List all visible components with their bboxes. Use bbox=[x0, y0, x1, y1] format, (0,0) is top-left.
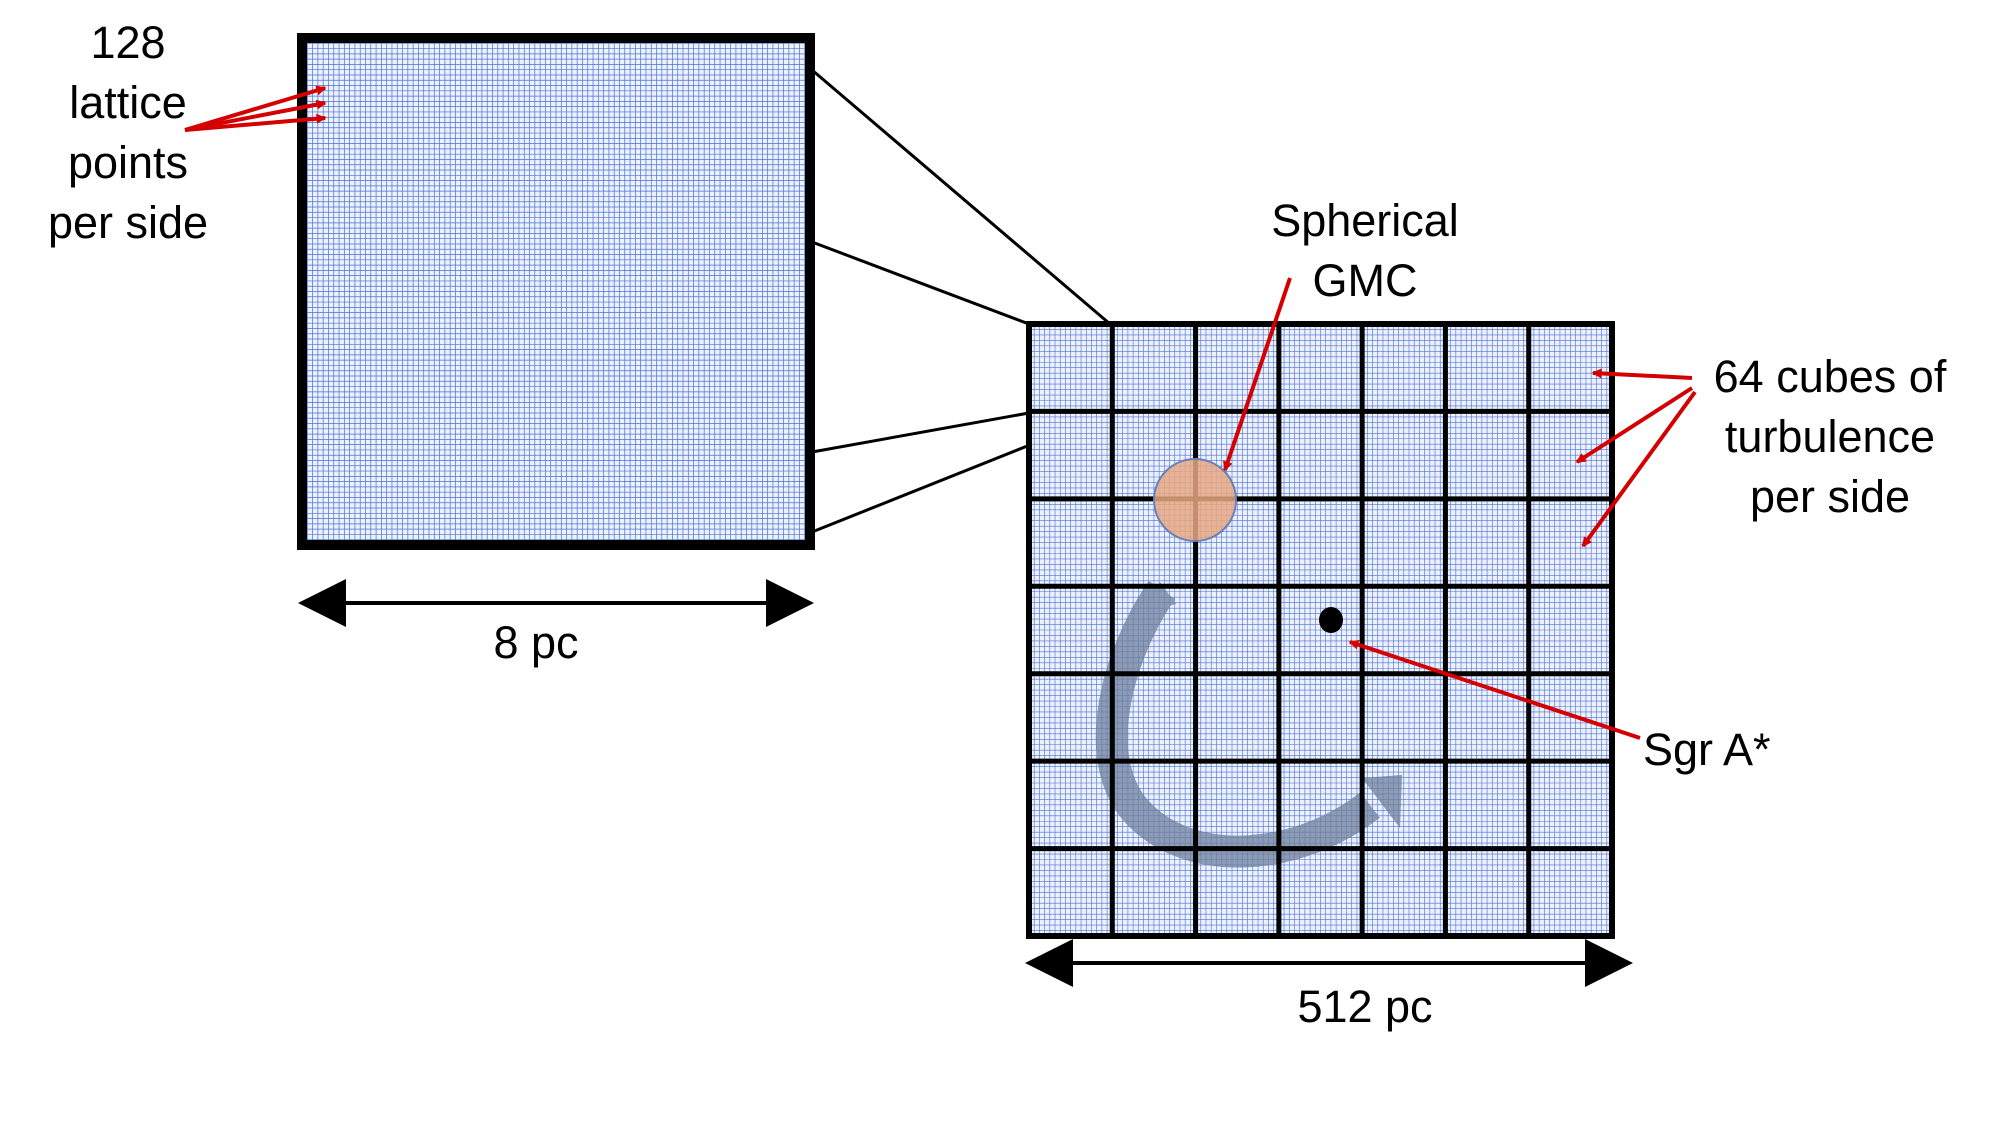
cubes-arrow-1 bbox=[1591, 368, 1693, 380]
simulation-box-border bbox=[1026, 321, 1615, 939]
lattice-label-line-4: per side bbox=[48, 197, 208, 248]
scale-bars bbox=[298, 579, 1633, 987]
lattice-arrow-2 bbox=[184, 99, 327, 132]
cubes-label-line-2: turbulence bbox=[1725, 411, 1935, 462]
gmc-label-line-1: Spherical bbox=[1271, 195, 1459, 246]
gmc-sphere bbox=[1153, 458, 1237, 542]
cubes-arrow-3 bbox=[1581, 390, 1697, 548]
lattice-label-line-3: points bbox=[68, 137, 188, 188]
lattice-cube-border bbox=[297, 33, 815, 550]
cubes-arrow-2 bbox=[1575, 386, 1694, 464]
sgr-a-star-dot bbox=[1319, 607, 1343, 633]
right-scale-label: 512 pc bbox=[1297, 981, 1432, 1032]
connector-line-2 bbox=[811, 240, 1030, 326]
cubes-label-line-1: 64 cubes of bbox=[1714, 351, 1947, 402]
gmc-label-line-2: GMC bbox=[1313, 255, 1418, 306]
rotation-arrow bbox=[1095, 580, 1402, 868]
gmc-arrow bbox=[1222, 277, 1292, 472]
lattice-label-line-2: lattice bbox=[69, 77, 187, 128]
lattice-arrow-1 bbox=[184, 85, 327, 132]
sgr-arrow bbox=[1348, 639, 1641, 740]
connector-line-1 bbox=[811, 68, 1111, 326]
lattice-label-line-1: 128 bbox=[90, 17, 165, 68]
cubes-label-line-3: per side bbox=[1750, 471, 1910, 522]
lattice-fine-grid bbox=[302, 38, 810, 545]
connector-line-3 bbox=[811, 411, 1030, 454]
lattice-arrow-3 bbox=[184, 113, 327, 132]
left-scale-label: 8 pc bbox=[493, 617, 578, 668]
annotation-arrows bbox=[184, 85, 1697, 740]
simulation-box bbox=[1026, 321, 1615, 939]
lattice-cube bbox=[297, 33, 815, 550]
sgr-label: Sgr A* bbox=[1643, 724, 1771, 775]
simulation-coarse-grid bbox=[1029, 324, 1612, 936]
